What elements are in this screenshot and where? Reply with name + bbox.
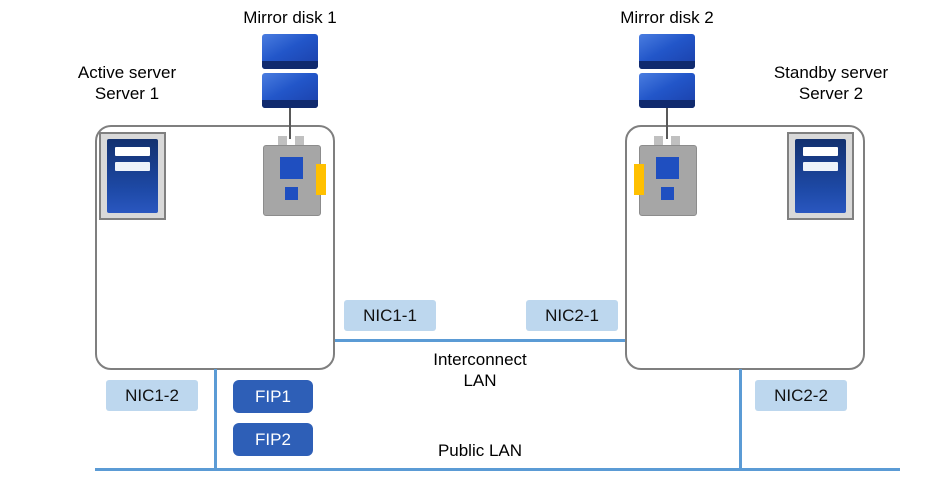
card-connector-pin xyxy=(671,136,680,147)
interconnect-lan-label: Interconnect LAN xyxy=(405,349,555,391)
server-drive-bay xyxy=(803,147,838,156)
mirror-disk-2-icon xyxy=(639,34,695,112)
nic1-2-badge: NIC1-2 xyxy=(106,380,198,411)
disk-unit-icon xyxy=(639,73,695,108)
nic2-2-badge: NIC2-2 xyxy=(755,380,847,411)
server2-role: Standby server xyxy=(773,63,889,82)
card-connector-pin xyxy=(295,136,304,147)
server2-icon xyxy=(787,132,854,220)
interconnect-lan-line xyxy=(335,339,625,342)
interconnect-lan-label-line1: Interconnect xyxy=(433,350,527,369)
fip2-badge: FIP2 xyxy=(233,423,313,456)
server2-public-lan-drop-line xyxy=(739,369,742,471)
server-tower-face xyxy=(795,139,846,213)
card-bracket xyxy=(316,164,326,195)
disk-unit-icon xyxy=(262,34,318,69)
server1-role: Active server xyxy=(77,63,177,82)
server-drive-bay xyxy=(803,162,838,171)
server2-label: Standby server Server 2 xyxy=(756,62,906,104)
server-drive-bay xyxy=(115,162,150,171)
server2-name: Server 2 xyxy=(798,84,864,103)
card-connector-pin xyxy=(278,136,287,147)
disk1-connection-line xyxy=(289,108,291,139)
mirror-disk-1-label: Mirror disk 1 xyxy=(243,8,337,27)
server-drive-bay xyxy=(115,147,150,156)
nic2-1-badge: NIC2-1 xyxy=(526,300,618,331)
server1-label: Active server Server 1 xyxy=(52,62,202,104)
card-connector-pin xyxy=(654,136,663,147)
disk-unit-icon xyxy=(639,34,695,69)
mirror-disk-1-icon xyxy=(262,34,318,112)
disk2-connection-line xyxy=(666,108,668,139)
server1-disk-card-icon xyxy=(263,136,326,216)
public-lan-label: Public LAN xyxy=(437,441,523,460)
card-chip xyxy=(285,187,298,200)
server1-public-lan-drop-line xyxy=(214,369,217,471)
card-chip xyxy=(661,187,674,200)
disk-unit-icon xyxy=(262,73,318,108)
fip1-badge: FIP1 xyxy=(233,380,313,413)
server-tower-face xyxy=(107,139,158,213)
mirror-disk-2-label: Mirror disk 2 xyxy=(620,8,714,27)
server2-disk-card-icon xyxy=(634,136,697,216)
server1-icon xyxy=(99,132,166,220)
card-body xyxy=(639,145,697,216)
public-lan-line xyxy=(95,468,900,471)
server1-name: Server 1 xyxy=(94,84,160,103)
nic1-1-badge: NIC1-1 xyxy=(344,300,436,331)
card-bracket xyxy=(634,164,644,195)
card-chip xyxy=(656,157,679,179)
card-body xyxy=(263,145,321,216)
card-chip xyxy=(280,157,303,179)
interconnect-lan-label-line2: LAN xyxy=(463,371,497,390)
